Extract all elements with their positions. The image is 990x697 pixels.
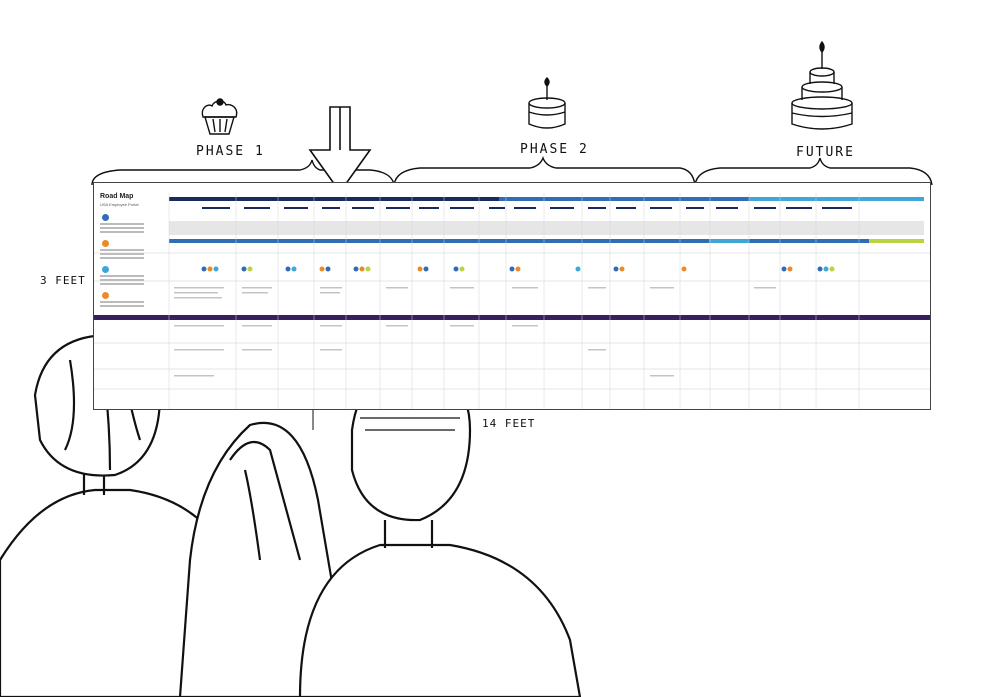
legend-dot (102, 292, 109, 299)
cupcake-icon (201, 98, 238, 135)
legend-dot (102, 214, 109, 221)
viewer-right (298, 363, 582, 697)
future-label: FUTURE (796, 145, 855, 160)
poster-sidebar: Road Map USA Employee Portal (100, 193, 158, 309)
roadmap-grid (94, 193, 930, 409)
height-dimension-label: 3 FEET (40, 274, 86, 287)
cake-icon (528, 77, 566, 129)
poster-subtitle: USA Employee Portal (100, 202, 139, 207)
down-arrow-marker (308, 106, 372, 194)
roadmap-poster: Road Map USA Employee Portal (93, 182, 931, 410)
phase-braces (91, 156, 933, 186)
legend-dot (102, 240, 109, 247)
legend-dot (102, 266, 109, 273)
poster-title: Road Map (100, 193, 134, 200)
phase-1-label: PHASE 1 (196, 144, 265, 159)
phase-2-label: PHASE 2 (520, 142, 589, 157)
width-dimension-label: 14 FEET (482, 417, 536, 430)
viewer-middle (178, 421, 342, 697)
tiered-cake-icon (791, 40, 853, 130)
